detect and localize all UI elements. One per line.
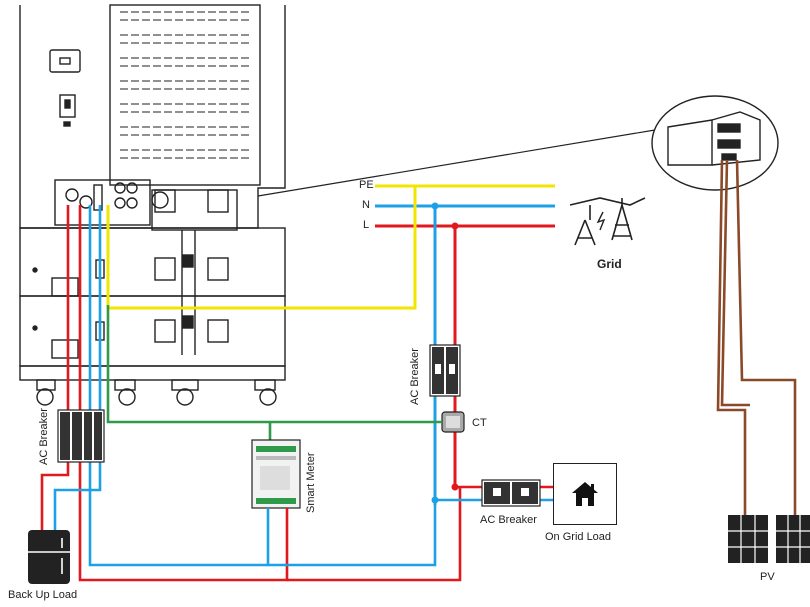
callout-leader <box>257 129 656 197</box>
refrigerator-icon <box>28 530 70 584</box>
current-transformer-icon <box>441 411 465 433</box>
meter-n-wire <box>88 205 270 567</box>
ac-breaker-backup-label: AC Breaker <box>38 408 50 465</box>
on-grid-load-box <box>553 463 617 525</box>
on-grid-load-label: On Grid Load <box>545 531 612 543</box>
ac-breaker-ongrid-label: AC Breaker <box>480 514 537 526</box>
ct-signal-wire <box>106 305 442 440</box>
battery-stack <box>19 189 286 406</box>
inverter-cabinet-icon <box>19 4 286 231</box>
pv-label: PV <box>760 571 775 583</box>
n-label: N <box>362 199 370 211</box>
grid-l-return <box>287 487 462 582</box>
ongrid-n-junction <box>431 496 439 504</box>
backup-l-wire <box>40 205 70 530</box>
l-label: L <box>363 219 370 231</box>
transmission-tower-icon <box>569 197 646 246</box>
home-icon <box>572 482 598 506</box>
circuit-breaker-icon <box>57 409 105 463</box>
circuit-breaker-icon <box>481 479 541 507</box>
pe-drop <box>106 186 417 310</box>
ongrid-l-junction <box>451 483 459 491</box>
pv-connector-callout <box>651 95 779 191</box>
meter-l-wire <box>78 205 289 582</box>
grid-n-return <box>268 505 437 567</box>
solar-panel-icon <box>728 515 810 563</box>
ac-breaker-grid-label: AC Breaker <box>409 348 421 405</box>
smart-meter-label: Smart Meter <box>305 452 317 513</box>
pv-wires <box>716 159 797 515</box>
grid-label: Grid <box>597 257 622 271</box>
pe-label: PE <box>359 179 374 191</box>
back-up-load-label: Back Up Load <box>8 589 78 601</box>
ct-label: CT <box>472 417 487 429</box>
backup-n-wire <box>53 205 102 530</box>
smart-meter-icon <box>251 439 301 509</box>
circuit-breaker-icon <box>429 344 461 397</box>
